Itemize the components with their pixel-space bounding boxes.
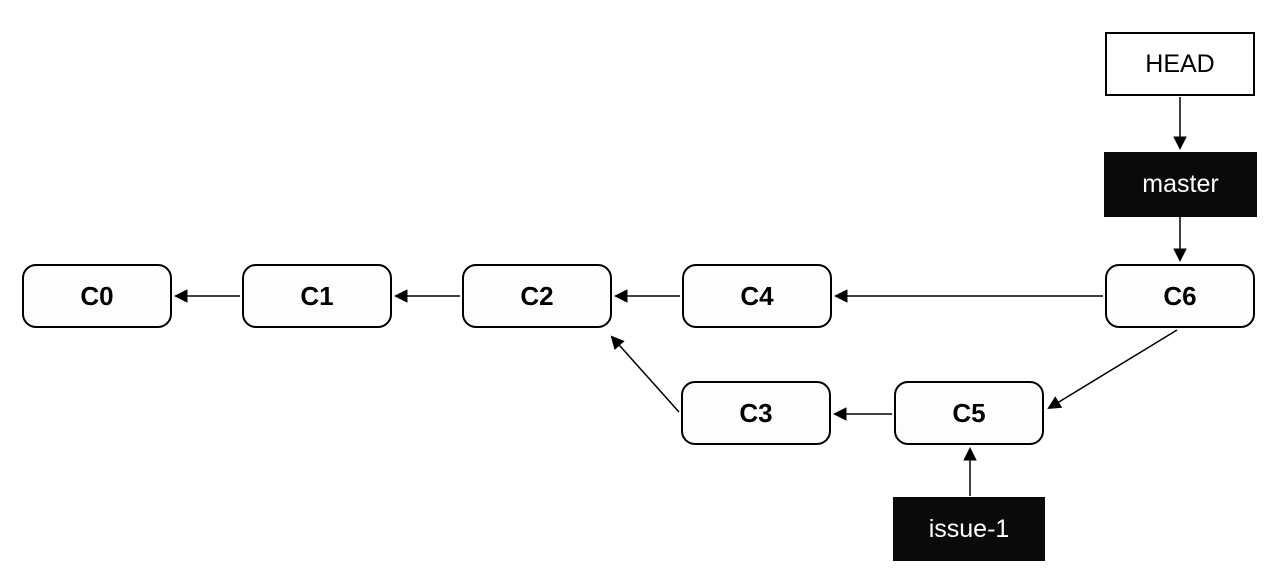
commit-node-c2: C2 <box>462 264 612 328</box>
commit-node-c3: C3 <box>681 381 831 445</box>
commit-c1-label: C1 <box>300 280 334 311</box>
commit-node-c0: C0 <box>22 264 172 328</box>
commit-node-c6: C6 <box>1105 264 1255 328</box>
commit-c0-label: C0 <box>80 280 114 311</box>
commit-c4-label: C4 <box>740 280 774 311</box>
commit-node-c4: C4 <box>682 264 832 328</box>
commit-c5-label: C5 <box>952 397 986 428</box>
commit-node-c1: C1 <box>242 264 392 328</box>
branch-issue-1-label: issue-1 <box>928 514 1010 543</box>
edge-c6-c5 <box>1047 329 1178 410</box>
edge-c3-c2 <box>610 335 680 413</box>
commit-c2-label: C2 <box>520 280 554 311</box>
head-label: HEAD <box>1145 49 1215 78</box>
commit-c6-label: C6 <box>1163 280 1197 311</box>
branch-node-issue-1: issue-1 <box>893 497 1045 561</box>
head-node: HEAD <box>1105 32 1255 96</box>
commit-c3-label: C3 <box>739 397 773 428</box>
commit-node-c5: C5 <box>894 381 1044 445</box>
branch-master-label: master <box>1142 170 1219 198</box>
branch-node-master: master <box>1104 152 1257 217</box>
